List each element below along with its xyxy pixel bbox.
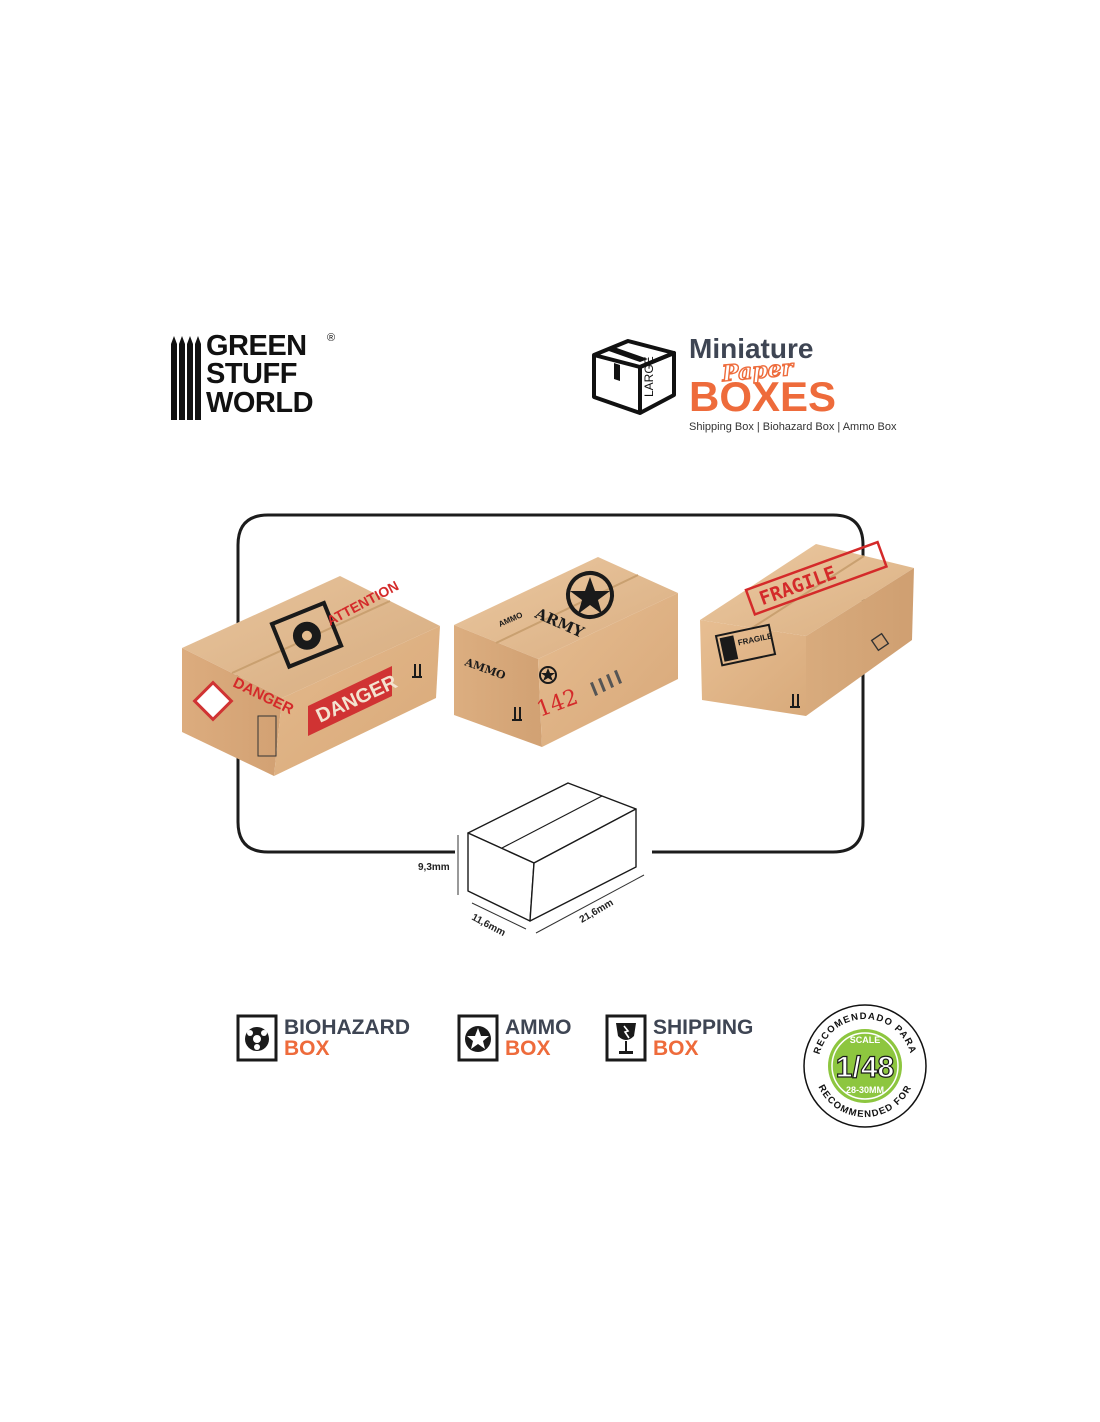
badge-range: 28-30MM [846,1085,884,1095]
legend-biohazard-line2: BOX [284,1037,330,1060]
legend-shipping-line2: BOX [653,1037,699,1060]
legend-shipping-box: SHIPPING BOX [605,1014,753,1062]
title-boxes: BOXES [689,373,837,420]
star-icon [457,1014,499,1062]
dimension-diagram [457,782,645,934]
biohazard-box: ATTENTION DANGER DANGER [182,576,440,776]
badge-scale-word: SCALE [850,1035,881,1045]
legend-biohazard-box: BIOHAZARD BOX [236,1014,410,1062]
green-stuff-world-logo: GREEN STUFF WORLD ® [170,332,345,424]
large-box-icon: LARGE [592,339,676,415]
badge-scale-value: 1/48 [836,1051,894,1084]
product-subtitle: Shipping Box | Biohazard Box | Ammo Box [689,421,897,433]
title-miniature: Miniature [689,333,814,364]
shipping-box: FRAGILE FRAGILE [700,540,914,716]
ammo-box: ARMY AMMO AMMO 142 [454,557,678,747]
legend-ammo-box: AMMO BOX [457,1014,572,1062]
brand-word-stuff: STUFF [206,358,297,390]
brand-bars-icon [171,336,201,420]
brand-word-green: GREEN [206,330,307,362]
product-title: Miniature Paper BOXES Shipping Box | Bio… [689,333,929,443]
legend-shipping-line1: SHIPPING [653,1016,754,1039]
registered-mark: ® [327,332,336,344]
scale-badge: RECOMENDADO PARA RECOMMENDED FOR SCALE 1… [803,1004,927,1128]
legend-ammo-line1: AMMO [505,1016,572,1039]
legend-biohazard-line1: BIOHAZARD [284,1016,410,1039]
legend-ammo-line2: BOX [505,1037,551,1060]
brand-word-world: WORLD [206,387,314,419]
biohazard-icon [236,1014,278,1062]
dimension-height: 9,3mm [418,862,450,873]
fragile-glass-icon [605,1014,647,1062]
large-label: LARGE [642,356,656,397]
